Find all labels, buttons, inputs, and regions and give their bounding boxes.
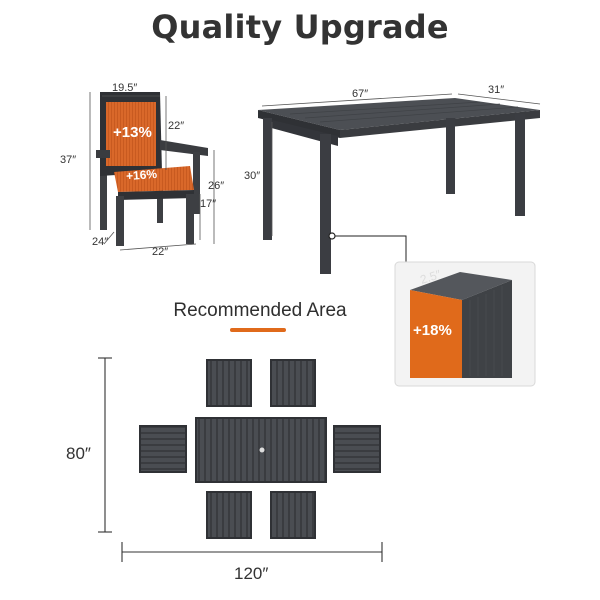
chair-back-badge: +13% [113,124,152,141]
chair-depth-label: 24″ [92,236,109,248]
chair-height-label: 37″ [60,154,77,166]
chair-top-view-1 [206,359,252,407]
area-dimension-lines [98,357,383,562]
table-illustration [258,98,540,274]
title-underline [230,328,286,332]
chair-seat-height-label: 17″ [200,198,217,210]
table-dimension-lines [261,93,541,236]
chair-back-height-label: 22″ [168,120,185,132]
table-top-view [195,417,327,483]
leg-badge: +18% [413,322,452,339]
leg-zoom-box [394,261,536,387]
chair-top-view-left [139,425,187,473]
chair-dimension-lines [89,92,215,251]
table-width-label: 31″ [488,84,505,96]
table-length-label: 67″ [352,88,369,100]
page-title: Quality Upgrade [151,8,449,46]
chair-seat [114,166,194,192]
chair-back-panel [106,102,156,166]
area-width-label: 120″ [234,564,269,583]
chair-width-top-label: 19.5″ [112,82,138,94]
chair-top-view-2 [270,359,316,407]
chair-top-view-4 [270,491,316,539]
leg-callout [328,232,407,268]
table-height-label: 30″ [244,170,261,182]
chair-illustration [96,92,208,246]
chair-width-bottom-label: 22″ [152,246,169,258]
chair-top-view-3 [206,491,252,539]
area-height-label: 80″ [66,444,91,463]
chair-seat-badge: +16% [125,166,158,184]
chair-top-view-right [333,425,381,473]
chair-arm-height-label: 26″ [208,180,225,192]
recommended-area-title: Recommended Area [173,300,347,321]
